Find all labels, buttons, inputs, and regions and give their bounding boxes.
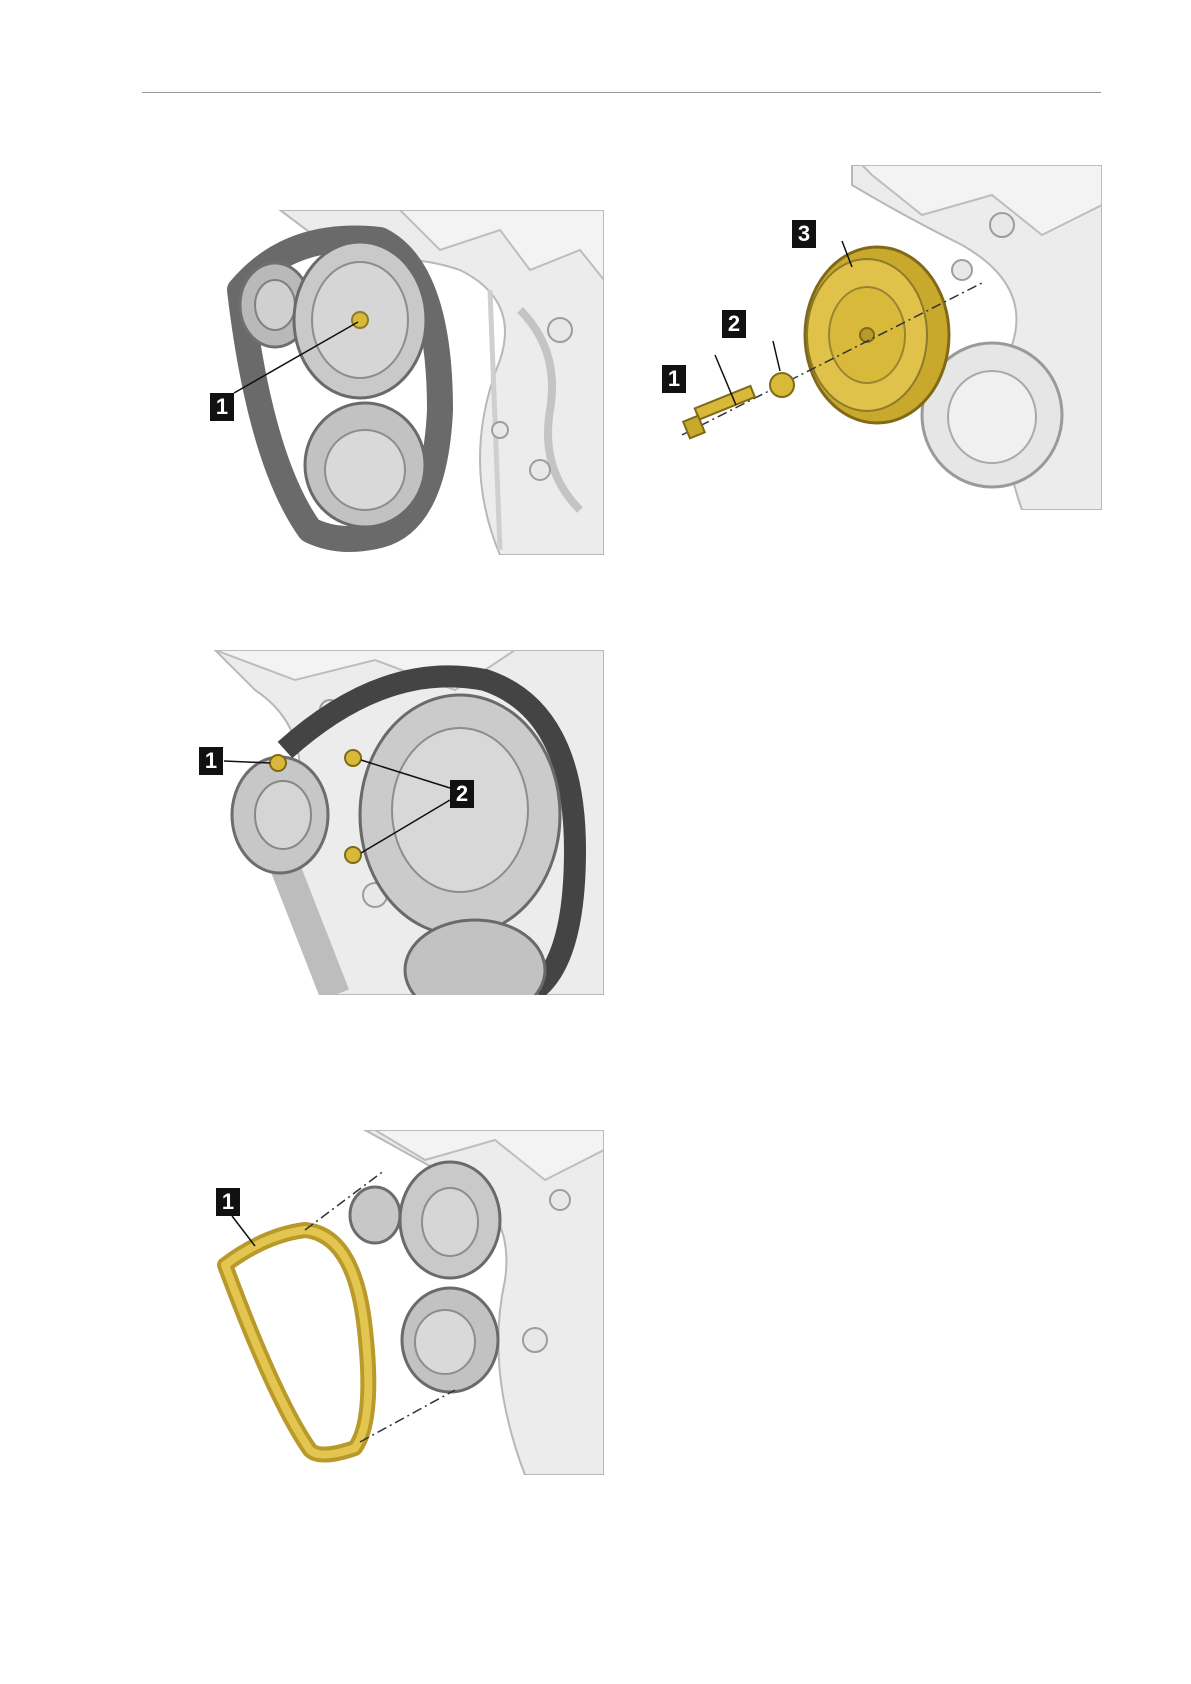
callout-2: 2 [450, 780, 474, 808]
callout-1: 1 [662, 365, 686, 393]
callout-3: 3 [792, 220, 816, 248]
engine-illustration [200, 210, 604, 555]
header-rule [142, 92, 1101, 93]
figure-1-pulley-bolt: 1 [200, 210, 604, 555]
callout-1: 1 [199, 747, 223, 775]
callout-1: 1 [216, 1188, 240, 1216]
callout-1: 1 [210, 393, 234, 421]
figure-2-pulley-exploded: 1 2 3 [662, 165, 1102, 510]
figure-4-drive-belt: 1 [205, 1130, 604, 1475]
figure-3-tensioner-bolts: 1 2 [175, 650, 604, 995]
callout-2: 2 [722, 310, 746, 338]
engine-illustration [205, 1130, 604, 1475]
engine-illustration [175, 650, 604, 995]
